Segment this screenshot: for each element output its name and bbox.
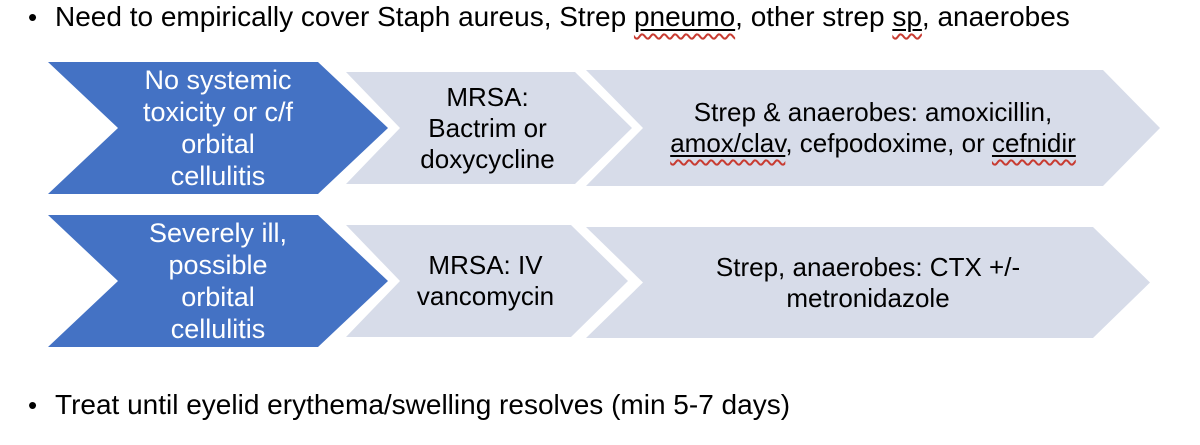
bullet-treatment-duration-text: Treat until eyelid erythema/swelling res…: [55, 389, 791, 420]
bullet-marker: •: [28, 390, 38, 420]
bullet-marker: •: [28, 2, 38, 32]
bullet-treatment-duration: • Treat until eyelid erythema/swelling r…: [28, 388, 790, 422]
chevron-strep-anaerobes-oral-treatment: Strep & anaerobes: amoxicillin,amox/clav…: [586, 70, 1160, 186]
bullet-coverage: • Need to empirically cover Staph aureus…: [28, 0, 1070, 34]
bullet-coverage-text: Need to empirically cover Staph aureus, …: [55, 1, 1070, 32]
chevron-strep-anaerobes-iv-treatment: Strep, anaerobes: CTX +/-metronidazole: [586, 227, 1150, 338]
